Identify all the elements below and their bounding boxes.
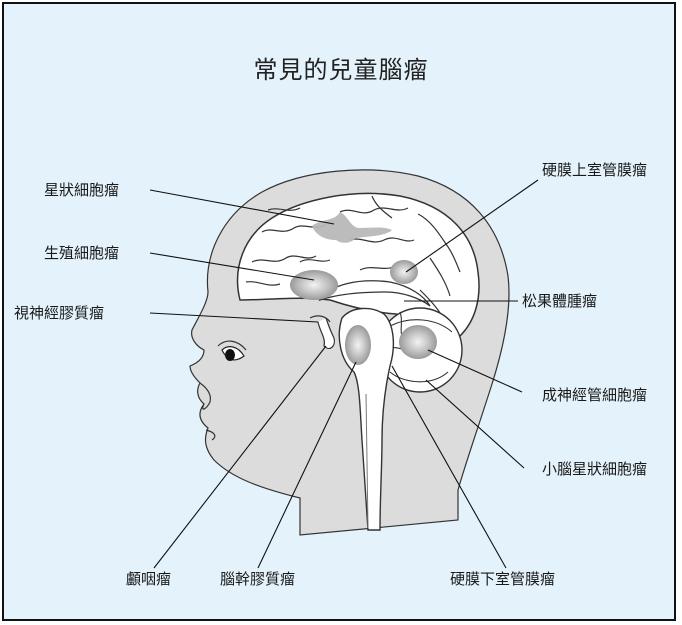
- label-pineal-tumor: 松果體腫瘤: [522, 292, 598, 310]
- mouth: [205, 429, 216, 441]
- label-astrocytoma: 星狀細胞瘤: [44, 181, 120, 199]
- cerebrum: [236, 192, 480, 337]
- label-brainstem-glioma: 腦幹膠質瘤: [220, 570, 296, 588]
- tumor-supra-ependymoma: [390, 260, 418, 284]
- label-supra-ependymoma: 硬膜上室管膜瘤: [542, 161, 648, 179]
- label-infra-ependymoma: 硬膜下室管膜瘤: [450, 570, 556, 588]
- label-medulloblastoma: 成神經管細胞瘤: [542, 386, 648, 404]
- corpus-callosum: [318, 280, 431, 307]
- tumor-medulloblastoma: [399, 325, 437, 359]
- nose: [199, 382, 212, 410]
- leader-lines: [149, 179, 539, 569]
- label-optic-glioma: 視神經膠質瘤: [14, 304, 105, 322]
- label-craniopharyngioma: 顱咽瘤: [126, 570, 172, 588]
- label-cerebellar-astrocytoma: 小腦星狀細胞瘤: [542, 460, 648, 478]
- pituitary: [317, 317, 335, 350]
- label-germinoma: 生殖細胞瘤: [44, 244, 120, 262]
- tumor-brainstem-glioma: [345, 325, 371, 365]
- tumor-astrocytoma: [312, 212, 392, 243]
- tumor-germinoma: [290, 270, 338, 300]
- diagram-title: 常見的兒童腦瘤: [253, 56, 429, 84]
